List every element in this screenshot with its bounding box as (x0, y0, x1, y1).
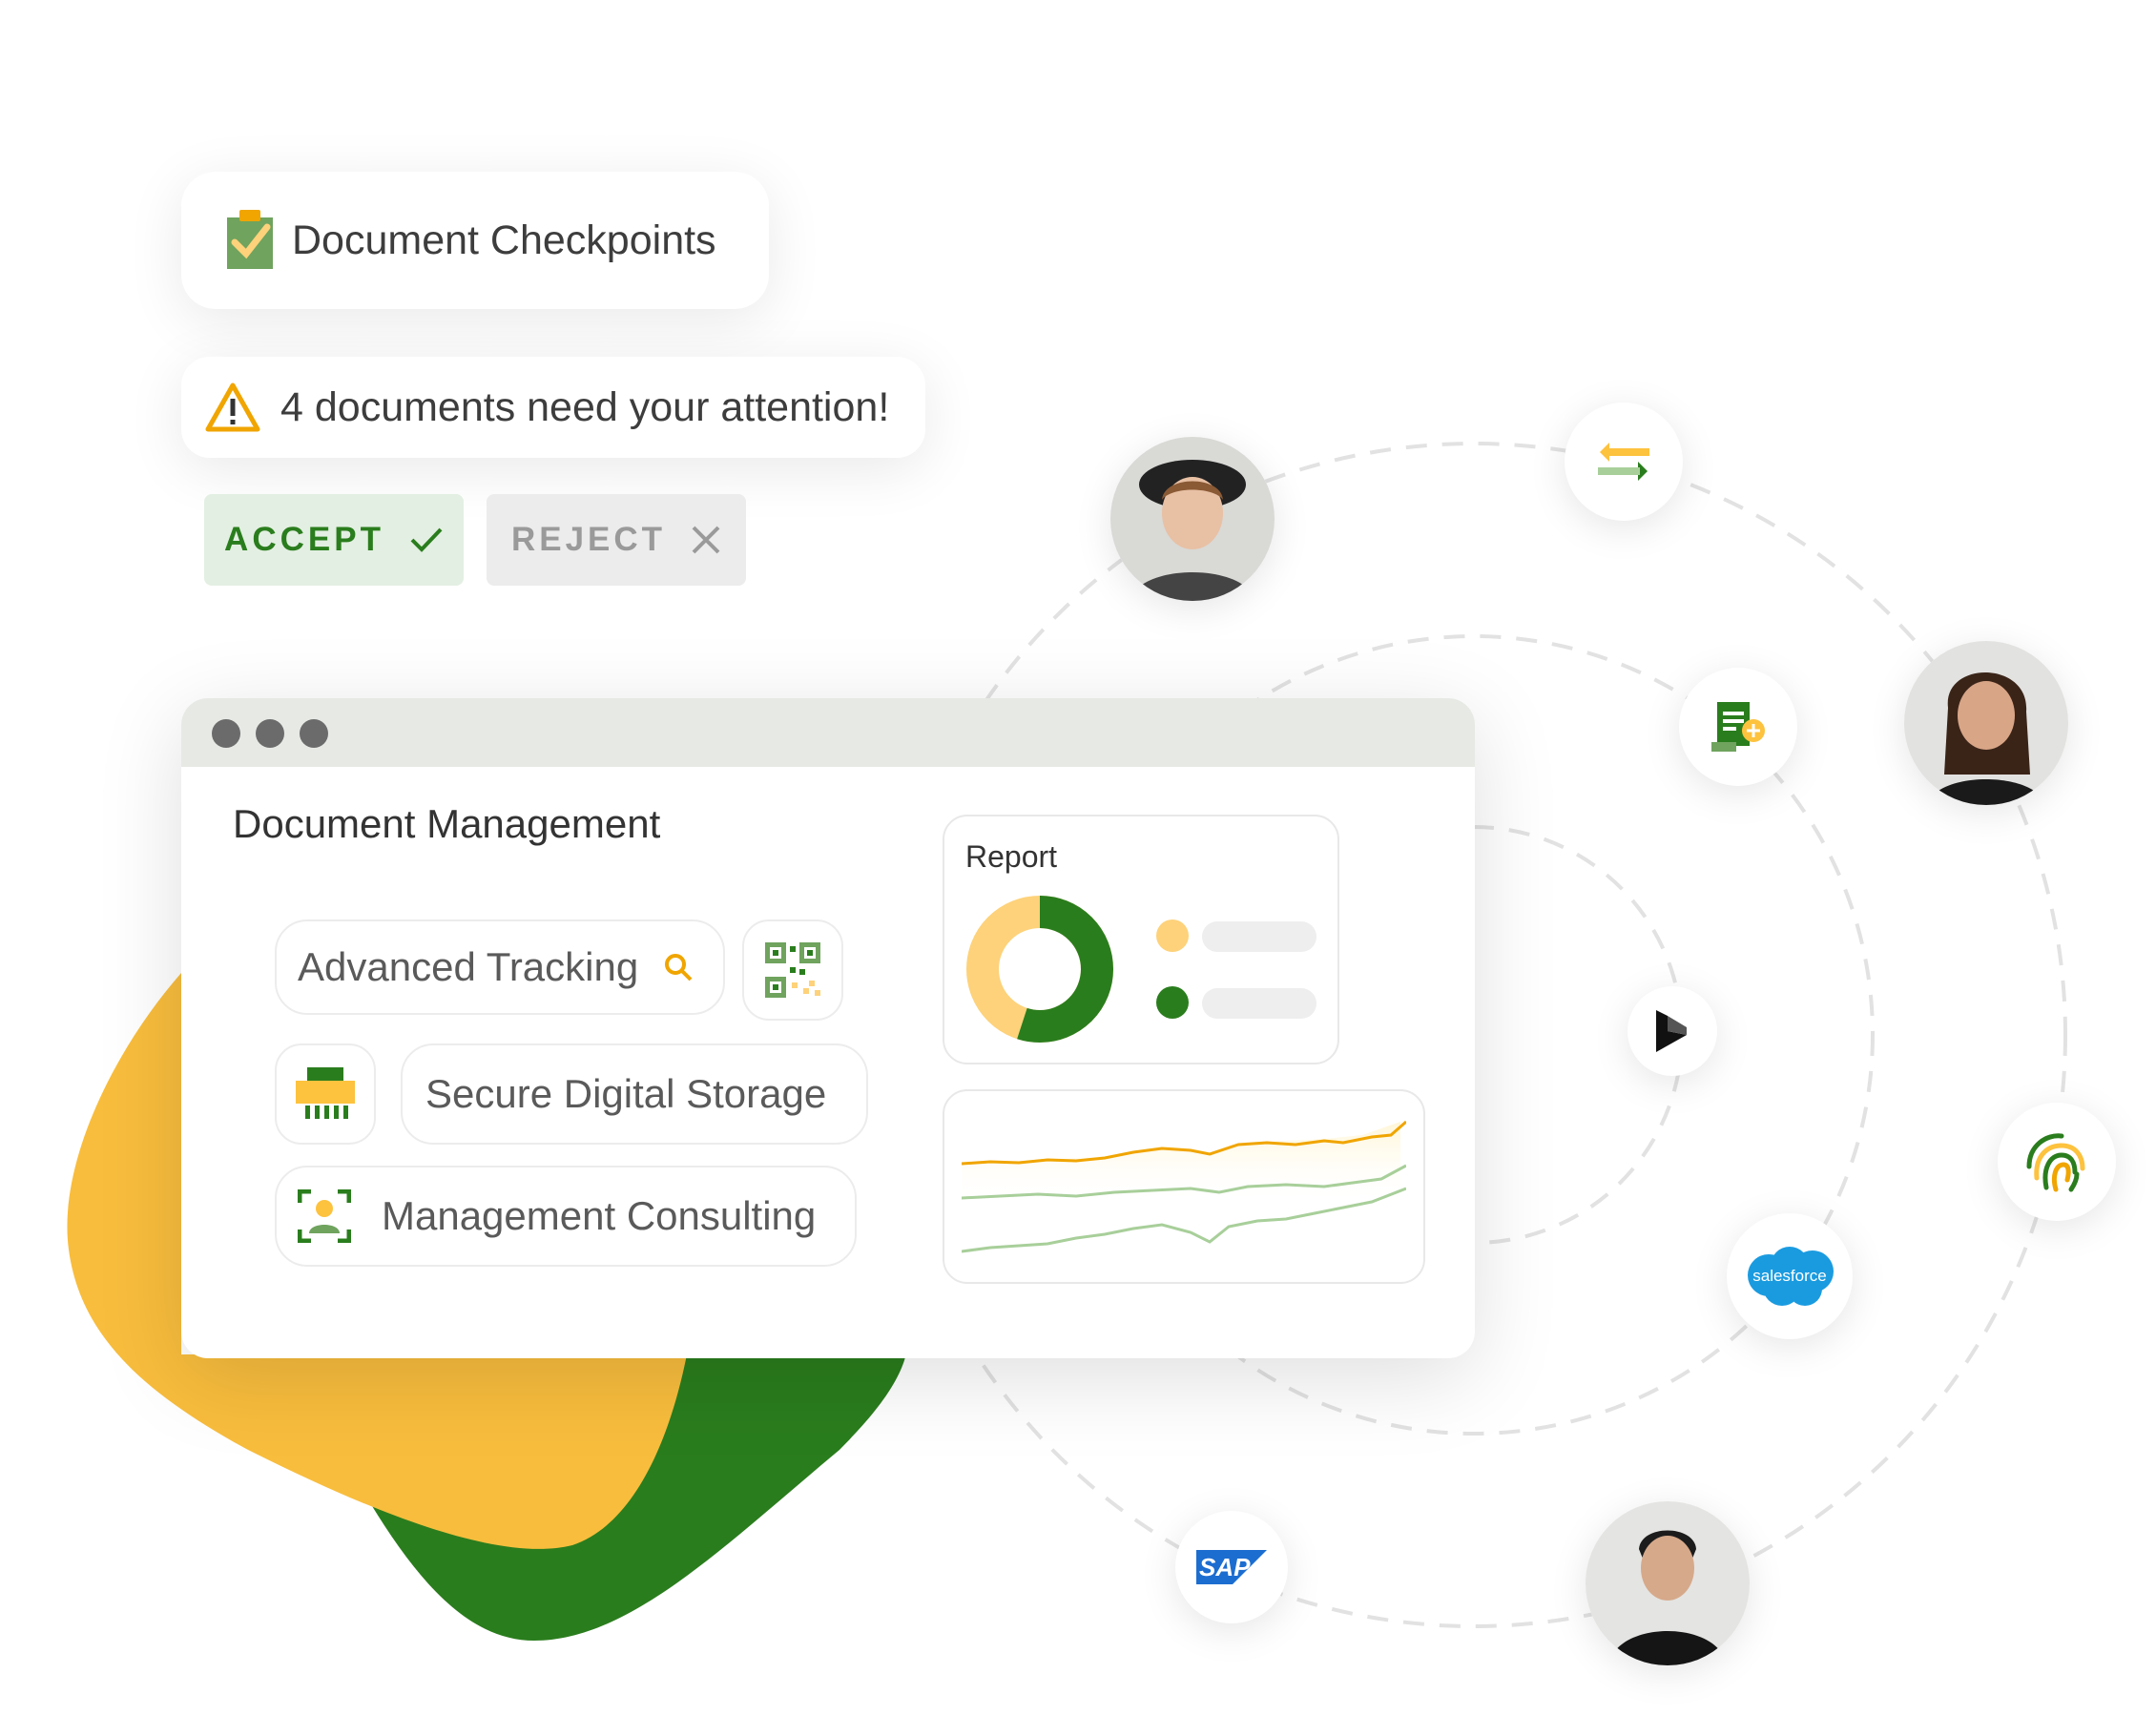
qr-code-icon (765, 942, 820, 998)
fingerprint-button[interactable] (1998, 1103, 2116, 1221)
attention-message: 4 documents need your attention! (280, 383, 890, 430)
qr-code-button[interactable] (742, 919, 843, 1021)
dynamics-button[interactable] (1627, 986, 1717, 1076)
trend-area-fill (962, 1122, 1400, 1204)
advanced-tracking-pill[interactable]: Advanced Tracking (275, 919, 725, 1015)
report-title: Report (965, 839, 1058, 874)
window-dot-3[interactable] (300, 719, 328, 748)
window-titlebar (181, 698, 1475, 767)
salesforce-button[interactable]: salesforce (1727, 1213, 1853, 1339)
legend-dot-yellow (1156, 919, 1189, 952)
advanced-tracking-label: Advanced Tracking (298, 944, 639, 989)
checkmark-icon (384, 526, 444, 554)
close-icon (666, 525, 721, 555)
accept-button[interactable]: ACCEPT (204, 494, 464, 586)
window-dot-1[interactable] (212, 719, 240, 748)
reject-label: REJECT (510, 521, 667, 558)
trend-line-green (962, 1187, 1406, 1253)
trend-line-chart (962, 1120, 1406, 1253)
sap-logo-icon: SAP (1196, 1550, 1267, 1584)
legend-bar-2 (1202, 988, 1316, 1019)
shredder-icon (296, 1067, 355, 1121)
trend-chart-card (943, 1089, 1425, 1284)
person-illustration-icon (1586, 1501, 1750, 1665)
clipboard-check-icon (225, 210, 275, 271)
window-title: Document Management (233, 801, 661, 846)
shredder-button[interactable] (275, 1043, 376, 1145)
trend-line-light-green (962, 1164, 1406, 1200)
checkpoints-title: Document Checkpoints (292, 217, 716, 263)
dynamics-logo-icon (1654, 1008, 1690, 1054)
search-icon (663, 952, 694, 982)
sap-button[interactable]: SAP (1175, 1511, 1288, 1623)
document-management-window: Document Management Advanced Tracking (181, 698, 1475, 1358)
transfer-arrows-icon (1596, 439, 1651, 485)
management-consulting-label: Management Consulting (382, 1193, 817, 1238)
add-document-button[interactable] (1679, 668, 1797, 786)
salesforce-label: salesforce (1752, 1267, 1827, 1285)
transfer-button[interactable] (1565, 403, 1683, 521)
secure-digital-storage-label: Secure Digital Storage (425, 1071, 827, 1116)
avatar-young-man[interactable] (1586, 1501, 1750, 1665)
yellow-blob (67, 973, 687, 1549)
avatar-man-hat[interactable] (1110, 437, 1275, 601)
warning-triangle-icon (204, 382, 261, 433)
legend-dot-green (1156, 986, 1189, 1019)
person-illustration-icon (1904, 641, 2068, 805)
accept-label: ACCEPT (224, 521, 384, 558)
add-document-icon (1710, 700, 1767, 754)
fingerprint-icon (2023, 1128, 2090, 1195)
attention-alert: 4 documents need your attention! (181, 357, 925, 458)
management-consulting-pill[interactable]: Management Consulting (275, 1166, 857, 1267)
sap-label: SAP (1199, 1552, 1251, 1581)
salesforce-logo-icon: salesforce (1740, 1243, 1839, 1310)
donut-chart (966, 896, 1113, 1043)
legend-bar-1 (1202, 921, 1316, 952)
document-checkpoints-card: Document Checkpoints (181, 172, 769, 309)
reject-button[interactable]: REJECT (487, 494, 746, 586)
person-illustration-icon (1110, 437, 1275, 601)
donut-segment-green (966, 896, 1113, 1043)
secure-digital-storage-pill[interactable]: Secure Digital Storage (401, 1043, 868, 1145)
window-dot-2[interactable] (256, 719, 284, 748)
avatar-woman[interactable] (1904, 641, 2068, 805)
trend-line-yellow (962, 1120, 1406, 1166)
report-card: Report (943, 815, 1339, 1064)
user-focus-icon (298, 1189, 351, 1243)
